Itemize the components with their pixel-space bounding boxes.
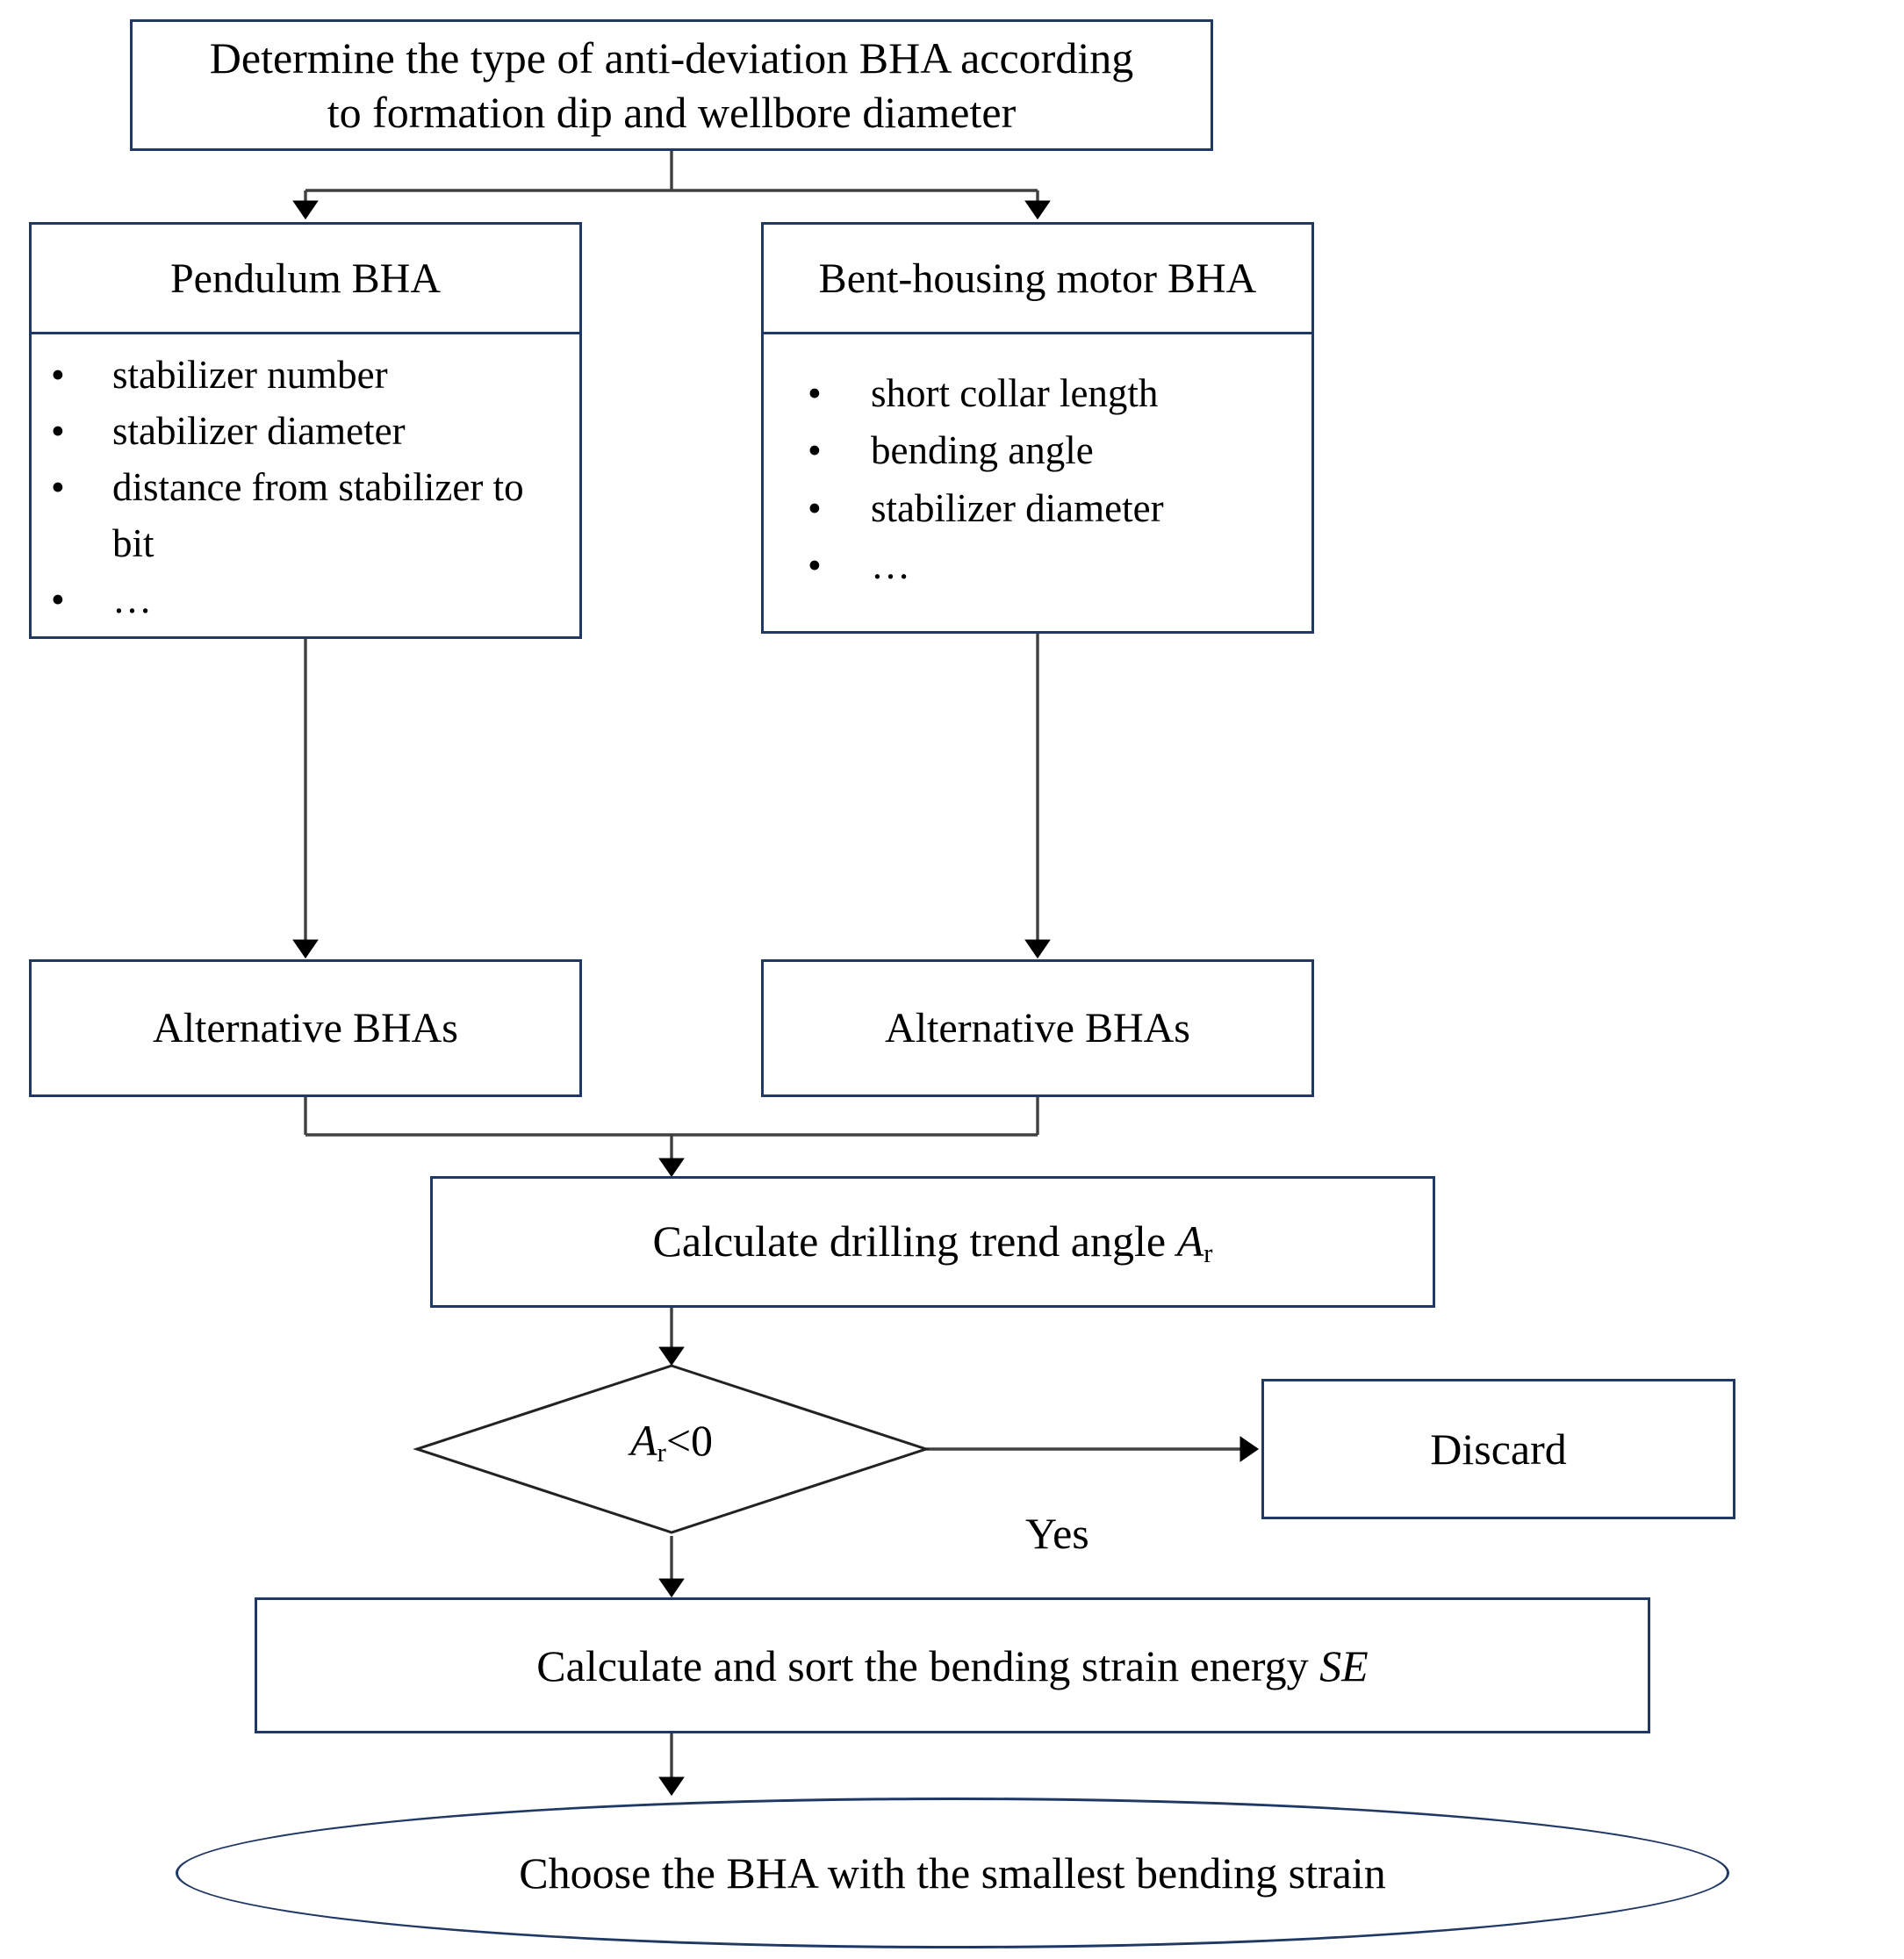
- bullet-icon: •: [808, 485, 822, 530]
- list-item: • stabilizer diameter: [51, 404, 571, 460]
- calculate-bending-strain-energy-box[interactable]: Calculate and sort the bending strain en…: [255, 1597, 1650, 1733]
- bullet-icon: •: [808, 371, 822, 415]
- pendulum-bha-title: Pendulum BHA: [169, 255, 441, 302]
- angle-symbol: A: [1176, 1216, 1204, 1266]
- list-item-label: …: [112, 577, 152, 621]
- list-item: • bending angle: [808, 422, 1303, 479]
- bullet-icon: •: [51, 353, 65, 397]
- pendulum-bha-card[interactable]: Pendulum BHA • stabilizer number • stabi…: [29, 222, 582, 639]
- bullet-icon: •: [51, 408, 65, 453]
- yes-edge-label: Yes: [1025, 1509, 1089, 1558]
- bullet-icon: •: [808, 542, 822, 587]
- start-box-line-2: to formation dip and wellbore diameter: [327, 88, 1017, 137]
- list-item: • …: [808, 537, 1303, 594]
- pendulum-bha-list: • stabilizer number • stabilizer diamete…: [32, 348, 579, 628]
- calculate-bending-strain-energy-label: Calculate and sort the bending strain en…: [536, 1640, 1320, 1690]
- pendulum-bha-title-area: Pendulum BHA: [32, 225, 579, 332]
- list-item-label: stabilizer diameter: [871, 485, 1164, 530]
- alternative-bhas-label-left: Alternative BHAs: [153, 1005, 458, 1051]
- bent-housing-motor-bha-divider: [764, 332, 1311, 334]
- decision-symbol: A: [629, 1416, 657, 1465]
- list-item: • stabilizer number: [51, 348, 571, 404]
- bent-housing-motor-bha-list: • short collar length • bending angle • …: [764, 365, 1311, 594]
- bent-housing-motor-bha-title-area: Bent-housing motor BHA: [764, 225, 1311, 332]
- choose-bha-label: Choose the BHA with the smallest bending…: [519, 1848, 1386, 1898]
- list-item: • short collar length: [808, 365, 1303, 422]
- alternative-bhas-box-right[interactable]: Alternative BHAs: [761, 959, 1314, 1097]
- list-item: • stabilizer diameter: [808, 480, 1303, 537]
- decision-condition: <0: [665, 1416, 714, 1465]
- list-item: • distance from stabilizer to bit: [51, 460, 571, 572]
- start-box[interactable]: Determine the type of anti-deviation BHA…: [130, 19, 1213, 151]
- alternative-bhas-box-left[interactable]: Alternative BHAs: [29, 959, 582, 1097]
- angle-subscript: r: [1203, 1237, 1213, 1268]
- bullet-icon: •: [51, 577, 65, 621]
- list-item-label: short collar length: [871, 371, 1159, 415]
- strain-energy-symbol: SE: [1319, 1640, 1369, 1690]
- bent-housing-motor-bha-card[interactable]: Bent-housing motor BHA • short collar le…: [761, 222, 1314, 634]
- calculate-drilling-trend-angle-label: Calculate drilling trend angle: [652, 1216, 1177, 1266]
- list-item-label: bending angle: [871, 428, 1094, 473]
- choose-bha-terminator[interactable]: Choose the BHA with the smallest bending…: [176, 1798, 1729, 1948]
- bullet-icon: •: [51, 464, 65, 509]
- decision-subscript: r: [657, 1436, 666, 1467]
- calculate-drilling-trend-angle-box[interactable]: Calculate drilling trend angle Ar: [430, 1176, 1435, 1308]
- alternative-bhas-label-right: Alternative BHAs: [885, 1005, 1190, 1051]
- list-item-label: stabilizer diameter: [112, 408, 406, 453]
- decision-label[interactable]: Ar<0: [417, 1415, 926, 1468]
- start-box-line-1: Determine the type of anti-deviation BHA…: [209, 32, 1134, 83]
- pendulum-bha-divider: [32, 332, 579, 334]
- discard-box[interactable]: Discard: [1261, 1379, 1735, 1519]
- list-item-label: distance from stabilizer to bit: [112, 464, 524, 565]
- list-item-label: …: [871, 542, 910, 587]
- list-item-label: stabilizer number: [112, 353, 388, 397]
- list-item: • …: [51, 572, 571, 628]
- bullet-icon: •: [808, 428, 822, 473]
- discard-label: Discard: [1430, 1424, 1567, 1474]
- bent-housing-motor-bha-title: Bent-housing motor BHA: [818, 255, 1257, 302]
